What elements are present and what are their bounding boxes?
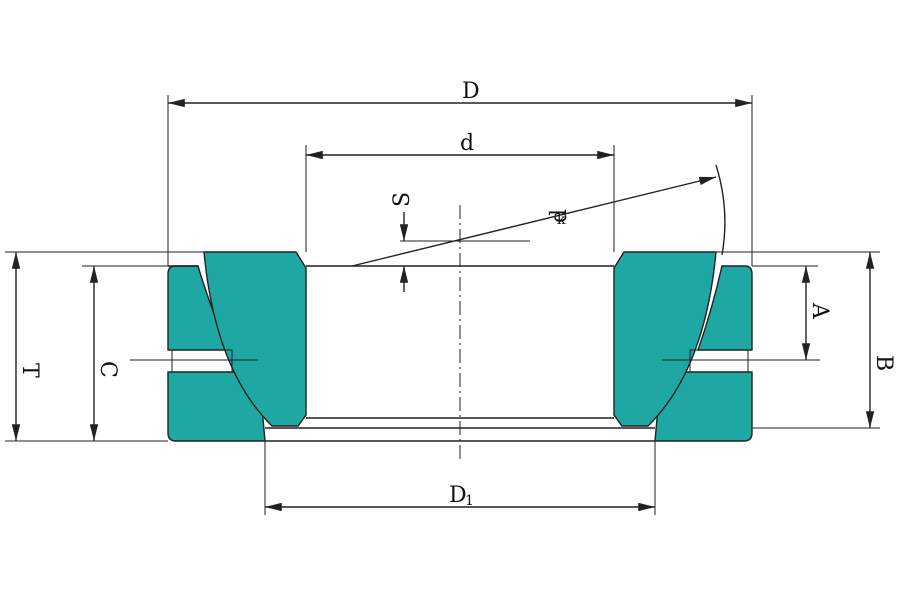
label-S: S <box>390 192 415 207</box>
label-D1-sub: 1 <box>465 493 474 509</box>
label-dk: d <box>547 209 572 223</box>
dimension-D: D <box>168 79 752 108</box>
dimension-T: T <box>11 252 42 441</box>
shaft-washer-left <box>203 251 307 427</box>
label-D1: D <box>449 483 467 508</box>
dimension-A: A <box>801 266 832 360</box>
dimension-S: S <box>390 192 415 292</box>
label-C: C <box>95 361 120 378</box>
dimension-d: d <box>306 131 614 160</box>
label-T: T <box>17 363 42 378</box>
housing-washer-right <box>654 265 753 442</box>
dimension-C: C <box>89 266 120 441</box>
lubrication-holes <box>171 349 749 373</box>
dimension-B: B <box>865 252 896 428</box>
shaft-washer-right <box>613 251 717 427</box>
label-B: B <box>871 355 896 371</box>
label-A: A <box>807 302 832 320</box>
label-D: D <box>462 79 480 104</box>
label-dk-sub: k <box>557 212 566 228</box>
dimension-D1: D 1 <box>265 483 655 512</box>
dimension-dk: d k <box>351 164 726 267</box>
label-d: d <box>460 131 474 156</box>
